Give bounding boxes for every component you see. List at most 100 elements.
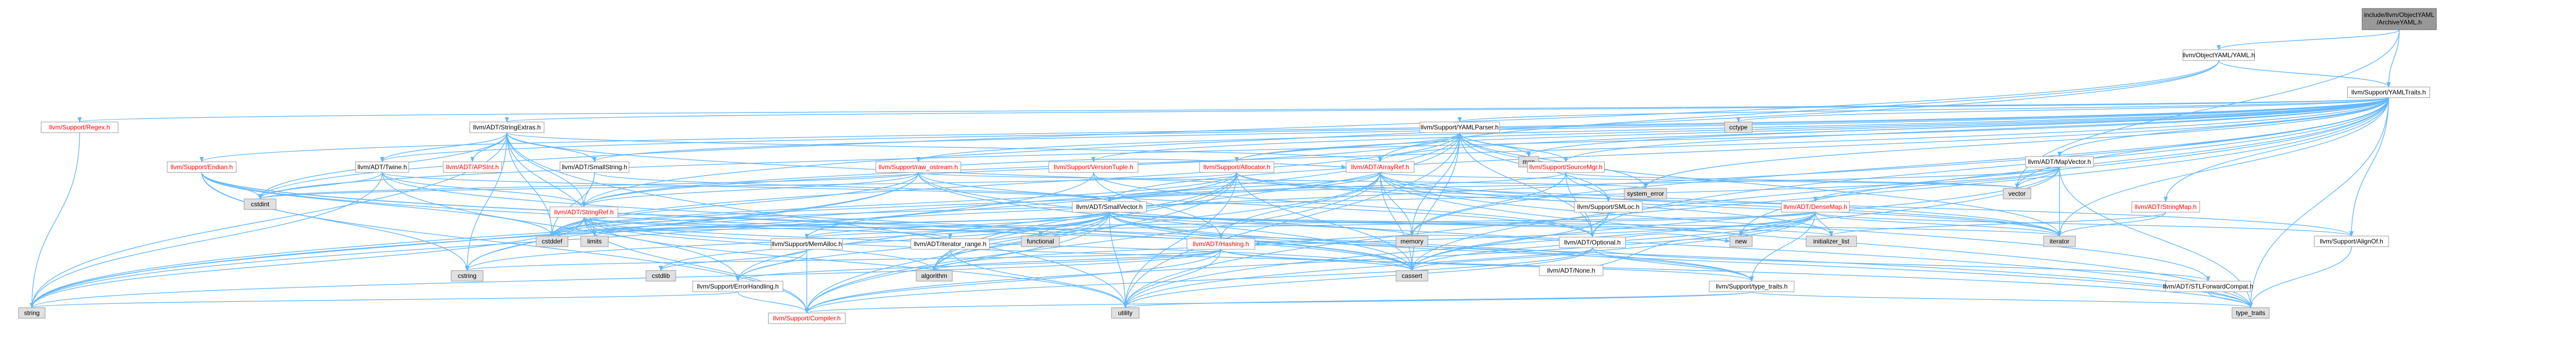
node-cctype[interactable]: cctype [1724,121,1753,133]
node-box [355,161,409,173]
node-box [41,121,118,133]
edge-arrayref-to-cstddef [550,172,1381,237]
node-llvm-support-yamlparser-h[interactable]: llvm/Support/YAMLParser.h [1419,121,1500,133]
edge-stringmap-to-initlist [1829,212,2166,237]
node-llvm-adt-iterator-range-h[interactable]: llvm/ADT/iterator_range.h [910,238,990,250]
node-llvm-support-smloc-h[interactable]: llvm/Support/SMLoc.h [1574,201,1643,213]
node-box [244,198,277,210]
node-memory[interactable]: memory [1395,236,1428,247]
node-label: llvm/ADT/SmallString.h [562,163,627,171]
node-llvm-adt-optional-h[interactable]: llvm/ADT/Optional.h [1559,237,1626,248]
node-cstdlib[interactable]: cstdlib [645,270,676,282]
edge-smallvector-to-memalloc [805,212,1110,239]
node-algorithm[interactable]: algorithm [916,270,953,282]
node-cstdint[interactable]: cstdint [244,198,277,210]
node-llvm-adt-stringextras-h[interactable]: llvm/ADT/StringExtras.h [469,121,545,133]
edge-yamltraits-to-endian [200,97,2389,162]
edge-errorhandling-to-compiler [737,291,809,313]
edge-optional-to-cassert [1410,247,1593,271]
node-cassert[interactable]: cassert [1395,270,1428,282]
node-llvm-support-endian-h[interactable]: llvm/Support/Endian.h [167,161,237,173]
node-label: llvm/Support/AlignOf.h [2320,238,2383,245]
node-llvm-adt-stlforwardcompat-h[interactable]: llvm/ADT/STLForwardCompat.h [2163,281,2253,292]
node-llvm-support-errorhandling-h[interactable]: llvm/Support/ErrorHandling.h [692,281,783,292]
node-llvm-adt-mapvector-h[interactable]: llvm/ADT/MapVector.h [2025,156,2094,168]
node-box [2183,49,2255,61]
node-llvm-adt-none-h[interactable]: llvm/ADT/None.h [1539,265,1604,276]
edge-endian-to-typetraitsllvm [201,172,1754,282]
node-box [1395,236,1428,247]
node-llvm-support-raw-ostream-h[interactable]: llvm/Support/raw_ostream.h [875,161,961,173]
edge-memalloc-to-cstdlib [659,249,807,271]
node-llvm-adt-stringref-h[interactable]: llvm/ADT/StringRef.h [549,206,618,218]
edge-smloc-to-cassert [1410,212,1609,271]
edge-strextras-to-utility [506,132,1127,308]
node-llvm-adt-twine-h[interactable]: llvm/ADT/Twine.h [355,161,409,173]
node-label: llvm/ADT/APSInt.h [446,163,498,171]
node-functional[interactable]: functional [1021,236,1060,247]
edge-rawostream-to-cstddef [550,172,919,237]
edge-yamlparser-to-map [1459,132,1531,157]
node-iterator[interactable]: iterator [2043,236,2076,247]
node-label: llvm/Support/SMLoc.h [1577,203,1639,211]
node-label: cstddef [542,238,563,245]
node-box [2131,201,2200,213]
edge-densemap-to-alignof [1815,212,2354,237]
edge-smallvector-to-compiler [805,212,1110,313]
edge-smallvector-to-cassert [1109,212,1414,271]
edge-yamltraits-to-yamlparser [1458,97,2389,123]
node-llvm-adt-hashing-h[interactable]: llvm/ADT/Hashing.h [1186,238,1255,250]
node-limits[interactable]: limits [580,236,609,247]
node-cstddef[interactable]: cstddef [536,236,568,247]
node-new[interactable]: new [1729,236,1753,247]
node-llvm-support-memalloc-h[interactable]: llvm/Support/MemAlloc.h [771,238,843,250]
node-type-traits[interactable]: type_traits [2232,307,2270,319]
edge-stringref-to-cassert [583,217,1414,271]
node-llvm-support-type-traits-h[interactable]: llvm/Support/type_traits.h [1709,281,1795,292]
node-llvm-support-versiontuple-h[interactable]: llvm/Support/VersionTuple.h [1048,161,1139,173]
edge-smallstring-to-cstddef [550,172,595,237]
node-llvm-support-yamltraits-h[interactable]: llvm/Support/YAMLTraits.h [2347,86,2430,98]
node-label: string [24,309,39,317]
node-llvm-support-sourcemgr-h[interactable]: llvm/Support/SourceMgr.h [1527,161,1605,173]
node-llvm-objectyaml-yaml-h[interactable]: llvm/ObjectYAML/YAML.h [2183,49,2255,61]
node-llvm-adt-smallstring-h[interactable]: llvm/ADT/SmallString.h [559,161,630,173]
node-include-llvm-objectyaml-archiveyaml-h[interactable]: include/llvm/ObjectYAML/ArchiveYAML.h [2362,8,2437,30]
node-llvm-adt-apsint-h[interactable]: llvm/ADT/APSInt.h [443,161,502,173]
node-vector[interactable]: vector [2003,188,2031,199]
node-box [167,161,237,173]
node-system-error[interactable]: system_error [1624,188,1667,199]
edge-yamltraits-to-cstdint [258,97,2389,199]
node-box [559,161,630,173]
edge-smallvector-to-iterator [1109,212,2062,237]
node-llvm-adt-densemap-h[interactable]: llvm/ADT/DenseMap.h [1781,201,1850,213]
edge-regex-to-string [30,132,80,308]
node-llvm-support-alignof-h[interactable]: llvm/Support/AlignOf.h [2314,236,2389,247]
node-label: llvm/Support/type_traits.h [1716,283,1787,290]
edge-densemap-to-new [1739,212,1816,237]
node-llvm-adt-smallvector-h[interactable]: llvm/ADT/SmallVector.h [1072,201,1147,213]
node-initializer-list[interactable]: initializer_list [1806,236,1857,247]
node-box [1199,161,1274,173]
node-llvm-support-compiler-h[interactable]: llvm/Support/Compiler.h [768,312,846,324]
edge-twine-to-cassert [382,172,1414,271]
node-string[interactable]: string [18,307,46,319]
edge-root-to-objyaml [2217,29,2400,50]
node-box [1186,238,1255,250]
edge-allocator-to-cstddef [550,172,1237,237]
node-box [1072,201,1147,213]
node-cstring[interactable]: cstring [451,270,484,282]
node-box [2043,236,2076,247]
edge-optional-to-hashing [1254,234,1593,246]
node-label: llvm/ADT/ArrayRef.h [1351,163,1409,171]
edge-smallvector-to-new [1109,212,1743,237]
node-llvm-adt-stringmap-h[interactable]: llvm/ADT/StringMap.h [2131,201,2200,213]
edge-rawostream-to-optional [918,172,1595,238]
node-label: utility [1118,309,1132,317]
node-llvm-support-allocator-h[interactable]: llvm/Support/Allocator.h [1199,161,1274,173]
node-utility[interactable]: utility [1111,307,1140,319]
edge-yamltraits-to-iterator [2057,97,2389,237]
node-llvm-support-regex-h[interactable]: llvm/Support/Regex.h [41,121,118,133]
node-label: llvm/ADT/StringRef.h [554,208,614,216]
node-llvm-adt-arrayref-h[interactable]: llvm/ADT/ArrayRef.h [1346,161,1415,173]
